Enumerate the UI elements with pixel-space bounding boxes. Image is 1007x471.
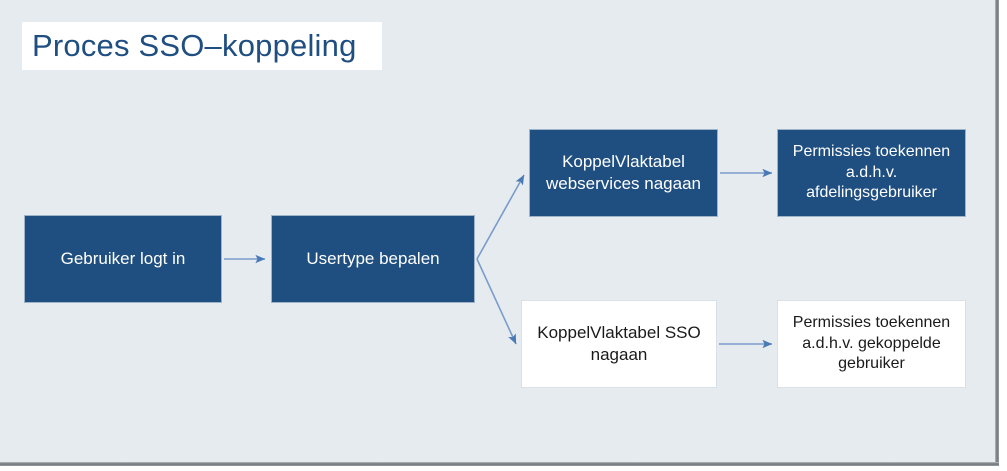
node-koppelvlaktabel-webservices-nagaan[interactable]: KoppelVlaktabel webservices nagaan — [529, 129, 718, 217]
slide-title-box: Proces SSO–koppeling — [22, 22, 382, 70]
slide-frame-bottom-edge — [0, 462, 999, 466]
node-label: Usertype bepalen — [306, 249, 440, 269]
edge-usertype-to-koppelvlaktabel-sso — [476, 258, 517, 345]
node-permissies-toekennen-gekoppelde-gebruiker[interactable]: Permissies toekennen a.d.h.v. gekoppelde… — [777, 300, 966, 388]
node-label: Permissies toekennen a.d.h.v. afdelingsg… — [792, 143, 951, 202]
slide-outer-margin-bottom — [0, 466, 1007, 471]
node-label: KoppelVlaktabel webservices nagaan — [546, 152, 701, 193]
page-title: Proces SSO–koppeling — [32, 28, 357, 63]
edge-usertype-to-koppelvlaktabel-webservices — [476, 174, 525, 260]
node-usertype-bepalen[interactable]: Usertype bepalen — [271, 215, 475, 303]
node-koppelvlaktabel-sso-nagaan[interactable]: KoppelVlaktabel SSO nagaan — [521, 300, 717, 388]
node-gebruiker-logt-in[interactable]: Gebruiker logt in — [24, 215, 222, 303]
node-label: Permissies toekennen a.d.h.v. gekoppelde… — [792, 314, 951, 373]
slide-outer-margin-right — [999, 0, 1007, 471]
node-label: KoppelVlaktabel SSO nagaan — [537, 323, 701, 364]
node-label: Gebruiker logt in — [60, 249, 186, 269]
node-permissies-toekennen-afdelingsgebruiker[interactable]: Permissies toekennen a.d.h.v. afdelingsg… — [777, 129, 966, 217]
slide-frame-right-edge — [995, 0, 999, 463]
